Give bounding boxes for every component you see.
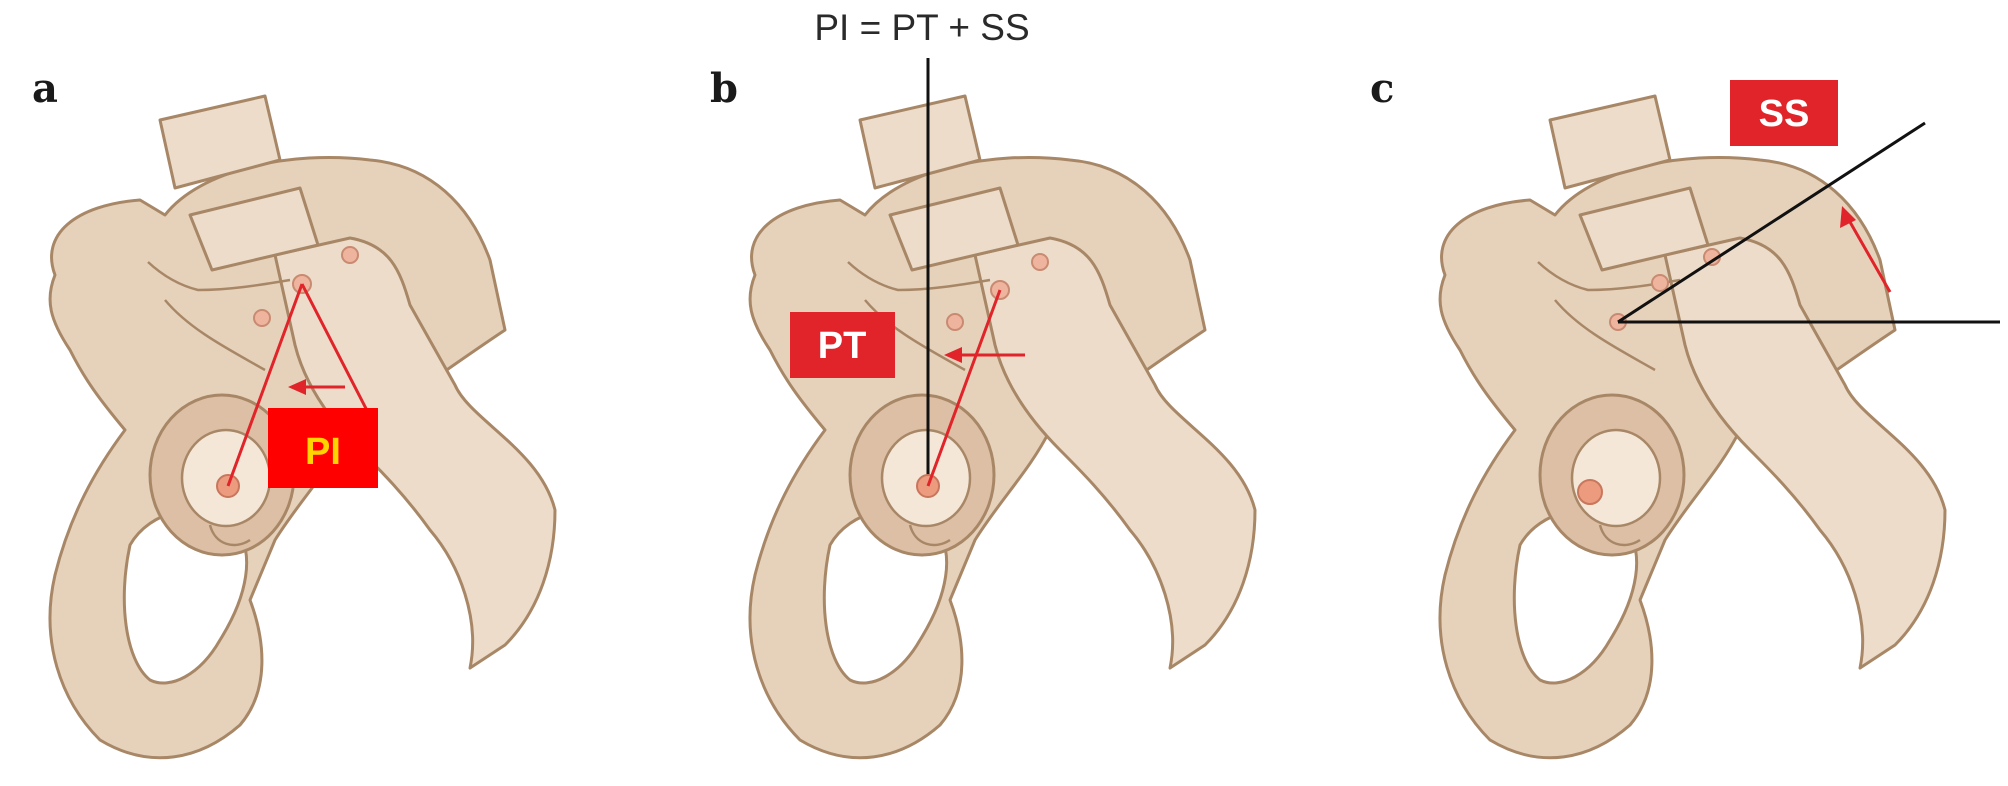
- panel-a: a PI: [32, 65, 557, 760]
- pelvis-illustration-c: [1438, 94, 1947, 760]
- pi-badge-label: PI: [305, 431, 341, 473]
- panel-letter-c: c: [1370, 65, 1394, 112]
- formula-text: PI = PT + SS: [814, 7, 1029, 48]
- pi-badge: PI: [268, 408, 378, 488]
- arrow-left-icon: [288, 379, 306, 395]
- arrow-up-icon: [1840, 206, 1856, 228]
- pt-badge: PT: [790, 312, 895, 378]
- panel-letter-b: b: [710, 65, 738, 112]
- pi-line-hip-to-endplate-a: [226, 283, 304, 487]
- ss-badge: SS: [1730, 80, 1838, 146]
- arrow-shaft-c: [1848, 221, 1892, 293]
- sacral-promontory-a: [341, 246, 359, 264]
- sacral-slope-endplate-line-c: [1617, 121, 1926, 324]
- panel-c: c SS: [1370, 65, 2000, 760]
- sacral-endplate-edge-a: [253, 309, 271, 327]
- pelvis-illustration-b: [748, 94, 1257, 760]
- pi-line-perpendicular-a: [300, 283, 378, 429]
- panel-letter-a: a: [32, 65, 58, 112]
- pt-badge-label: PT: [818, 325, 867, 367]
- sacral-promontory-b: [1031, 253, 1049, 271]
- sacral-endplate-edge-b: [946, 313, 964, 331]
- pt-line-hip-to-endplate-b: [926, 289, 1002, 487]
- arrow-left-icon: [944, 347, 962, 363]
- panel-b: b PI = PT + SS PT: [710, 7, 1257, 760]
- femoral-head-c: [1577, 479, 1603, 505]
- ss-badge-label: SS: [1759, 93, 1810, 135]
- sacral-endplate-edge-c: [1651, 274, 1669, 292]
